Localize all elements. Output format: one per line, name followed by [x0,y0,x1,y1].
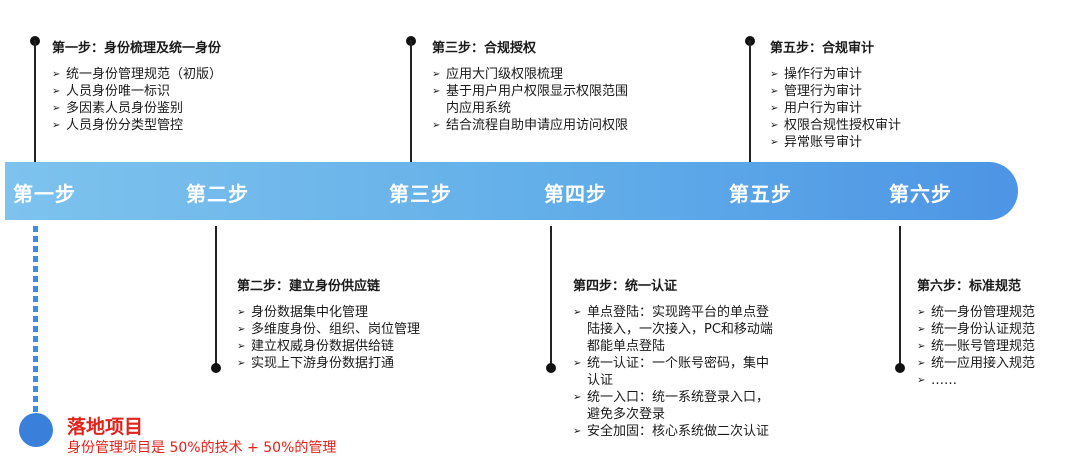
timeline-step-4: 第四步 [544,182,607,206]
step-3-title: 第三步：合规授权 [432,41,537,56]
list-item: 统一身份管理规范 [917,304,1035,321]
dotted-connector [33,226,38,412]
timeline-band [5,162,1018,220]
list-item: 多维度身份、组织、岗位管理 [237,321,420,338]
landing-subtitle: 身份管理项目是 50%的技术 + 50%的管理 [67,440,337,456]
connector-dot [211,363,221,373]
list-item: 异常账号审计 [770,134,901,151]
step-4-title: 第四步：统一认证 [573,279,678,294]
step-1-box: 第一步：身份梳理及统一身份 统一身份管理规范（初版） 人员身份唯一标识 多因素人… [52,37,222,134]
list-item: 身份数据集中化管理 [237,304,420,321]
connector-line [899,226,901,366]
list-item: 多因素人员身份鉴别 [52,100,222,117]
connector-dot [546,363,556,373]
timeline-step-5: 第五步 [729,182,792,206]
list-item: 避免多次登录 [587,407,666,422]
connector-line [749,40,751,162]
connector-line [550,226,552,366]
connector-dot [895,363,905,373]
list-item: 统一身份认证规范 [917,321,1035,338]
step-5-title: 第五步：合规审计 [770,41,875,56]
list-item: 内应用系统 [446,101,512,116]
list-item: 统一应用接入规范 [917,355,1035,372]
list-item: 建立权威身份数据供给链 [237,338,420,355]
timeline-step-6: 第六步 [889,182,952,206]
list-item: 结合流程自助申请应用访问权限 [432,117,628,134]
step-1-title: 第一步：身份梳理及统一身份 [52,41,222,56]
list-item: 统一账号管理规范 [917,338,1035,355]
list-item: 人员身份分类型管控 [52,117,222,134]
list-item: 应用大门级权限梳理 [432,66,628,83]
list-item: 统一入口：统一系统登录入口， [573,389,773,406]
list-item: 实现上下游身份数据打通 [237,355,420,372]
landing-title: 落地项目 [67,416,144,438]
step-6-title: 第六步：标准规范 [917,279,1022,294]
timeline-step-1: 第一步 [13,182,76,206]
list-item: 统一认证：一个账号密码，集中 [573,355,773,372]
list-item: 统一身份管理规范（初版） [52,66,222,83]
step-2-box: 第二步：建立身份供应链 身份数据集中化管理 多维度身份、组织、岗位管理 建立权威… [237,275,420,372]
timeline-step-3: 第三步 [389,182,452,206]
list-item: …… [917,372,1035,389]
list-item: 安全加固：核心系统做二次认证 [573,423,773,440]
step-2-title: 第二步：建立身份供应链 [237,279,381,294]
list-item: 单点登陆：实现跨平台的单点登 [573,304,773,321]
list-item: 权限合规性授权审计 [770,117,901,134]
list-item: 基于用户用户权限显示权限范围 [432,83,628,100]
timeline-step-2: 第二步 [186,182,249,206]
connector-line [410,40,412,162]
list-item: 认证 [587,373,614,388]
step-5-box: 第五步：合规审计 操作行为审计 管理行为审计 用户行为审计 权限合规性授权审计 … [770,37,901,151]
step-4-box: 第四步：统一认证 单点登陆：实现跨平台的单点登 陆接入，一次接入，PC和移动端 … [573,275,773,440]
landing-dot [19,413,53,447]
connector-line [215,226,217,366]
step-3-box: 第三步：合规授权 应用大门级权限梳理 基于用户用户权限显示权限范围 内应用系统 … [432,37,628,134]
list-item: 操作行为审计 [770,66,901,83]
list-item: 用户行为审计 [770,100,901,117]
list-item: 人员身份唯一标识 [52,83,222,100]
list-item: 管理行为审计 [770,83,901,100]
step-6-box: 第六步：标准规范 统一身份管理规范 统一身份认证规范 统一账号管理规范 统一应用… [917,275,1035,389]
list-item: 都能单点登陆 [587,339,666,354]
connector-line [34,40,36,162]
list-item: 陆接入，一次接入，PC和移动端 [587,322,773,337]
